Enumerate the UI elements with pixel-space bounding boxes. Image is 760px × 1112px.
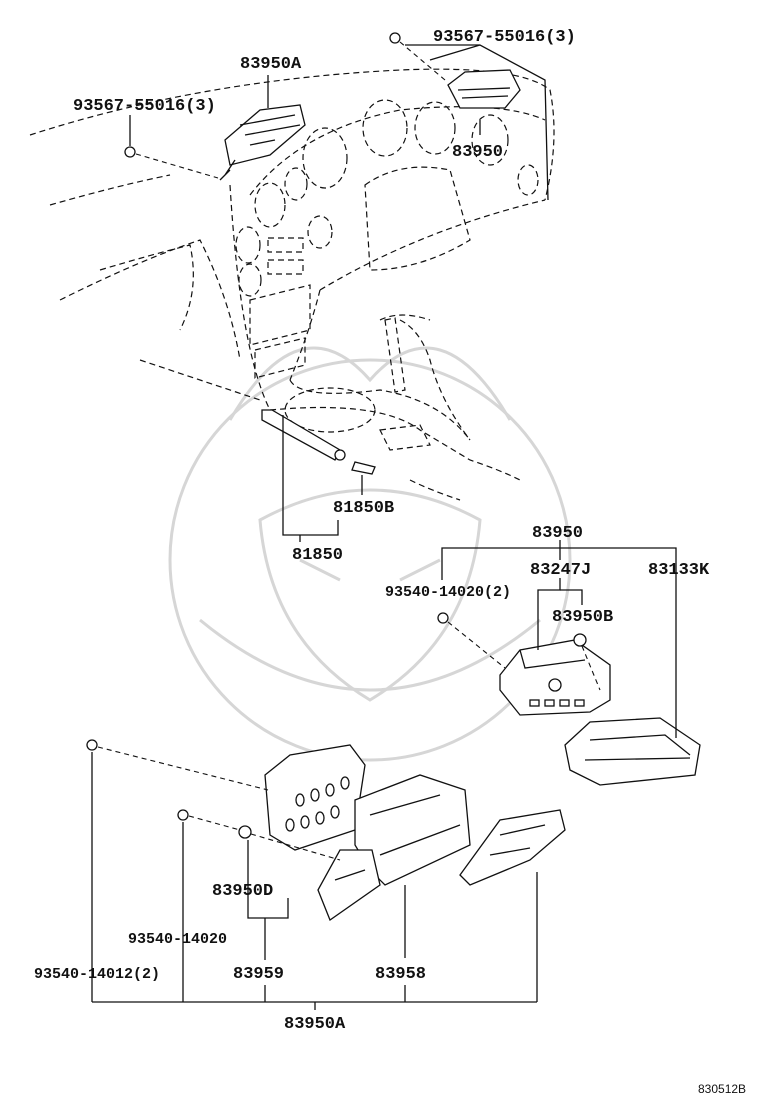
label-bolt-top-left: 93567-55016(3) bbox=[73, 97, 216, 116]
gauge-assembly-lower bbox=[264, 744, 366, 851]
bolt-icon bbox=[177, 809, 189, 821]
bolt-icon bbox=[124, 146, 136, 158]
clock-unit bbox=[499, 639, 611, 716]
bolt-icon bbox=[437, 612, 449, 624]
meter-unit bbox=[564, 717, 701, 786]
label-wire-small: 81850B bbox=[333, 499, 394, 518]
bolt-icon bbox=[86, 739, 98, 751]
label-bolt-top-right: 93567-55016(3) bbox=[433, 28, 576, 47]
label-clock-part: 83247J bbox=[530, 561, 591, 580]
bolt-icon bbox=[389, 32, 401, 44]
label-bolt-low: 93540-14020 bbox=[128, 931, 227, 948]
label-wire-main: 81850 bbox=[292, 546, 343, 565]
label-gauge-left: 83950A bbox=[240, 55, 302, 74]
label-gauge-assy: 83950 bbox=[532, 524, 583, 543]
label-bulb-b: 83950B bbox=[552, 608, 613, 627]
label-bulb-d: 83950D bbox=[212, 882, 273, 901]
label-bracket: 83959 bbox=[233, 965, 284, 984]
label-meter-part: 83133K bbox=[648, 561, 710, 580]
watermark-emblem bbox=[168, 346, 572, 762]
bulb-icon bbox=[238, 825, 252, 839]
bulb-icon bbox=[573, 633, 587, 647]
wire-harness bbox=[261, 409, 376, 475]
reference-code: 830512B bbox=[698, 1082, 746, 1096]
gauge-case bbox=[354, 774, 471, 886]
label-gauge-right: 83950 bbox=[452, 143, 503, 162]
label-gauge-assy-bottom: 83950A bbox=[284, 1015, 346, 1034]
leader-lines bbox=[91, 44, 677, 1010]
gauge-unit-left bbox=[219, 104, 306, 181]
gauge-plate bbox=[459, 809, 566, 886]
label-bolt-mid: 93540-14020(2) bbox=[385, 584, 511, 601]
label-case: 83958 bbox=[375, 965, 426, 984]
gauge-unit-right bbox=[447, 69, 521, 109]
label-bolt-bottom: 93540-14012(2) bbox=[34, 966, 160, 983]
gauge-bracket bbox=[317, 849, 381, 922]
dashboard-assembly bbox=[29, 68, 555, 501]
